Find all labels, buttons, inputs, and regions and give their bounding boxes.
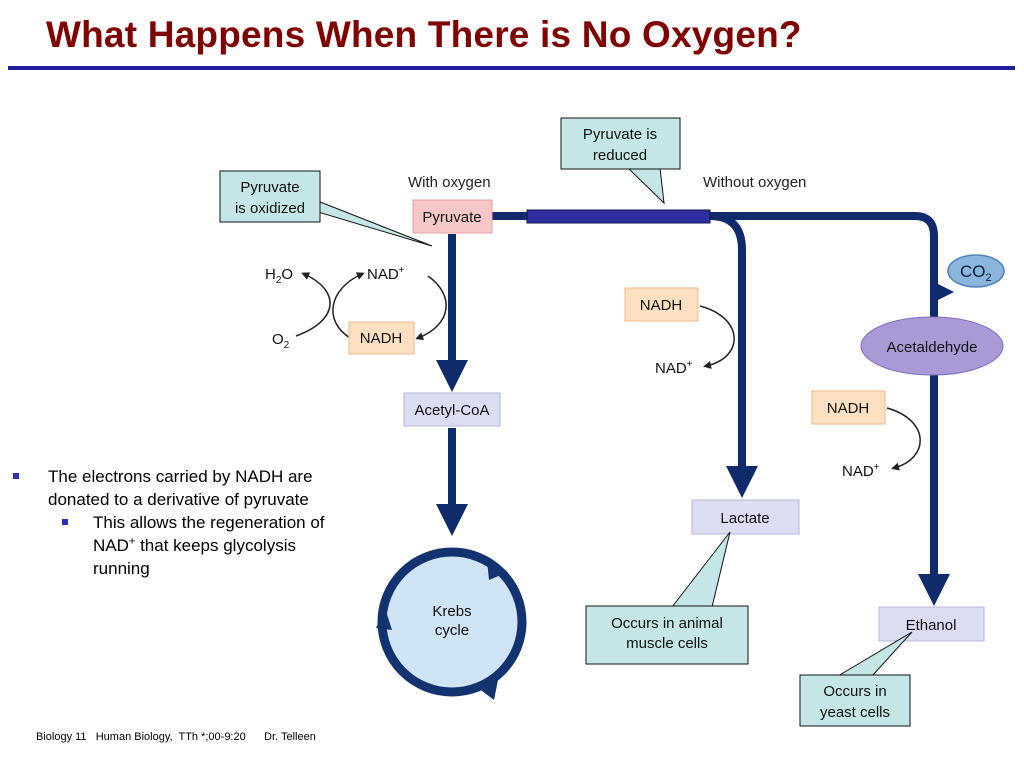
nadh-label-lactate: NADH: [640, 297, 683, 314]
title-underline: [8, 66, 1015, 70]
co2-label: CO2: [960, 262, 992, 284]
bullet-sub-line1: This allows the regeneration of: [93, 513, 325, 532]
ethanol-label: Ethanol: [906, 617, 957, 634]
pathway-main-bar: [492, 212, 950, 606]
nad-plus-lactate: NAD+: [655, 359, 693, 377]
nadh-box-lactate: NADH: [624, 287, 699, 322]
krebs-cycle: Krebs cycle: [376, 547, 527, 700]
bullet-main-line2: donated to a derivative of pyruvate: [48, 490, 309, 509]
callout-animal-line1: Occurs in animal: [611, 615, 723, 632]
bullet-main: The electrons carried by NADH are donate…: [10, 465, 380, 511]
pyruvate-label: Pyruvate: [422, 209, 481, 226]
slide-footer: Biology 11 Human Biology, TTh *;00-9:20 …: [36, 731, 316, 743]
nadh-to-nad-ethanol-arrow: [886, 407, 921, 471]
callout-reduced-line1: Pyruvate is: [583, 126, 657, 143]
nad-plus-aerobic: NAD+: [367, 265, 405, 283]
nad-plus-ethanol: NAD+: [842, 462, 880, 480]
sub-bullet-square-icon: [62, 519, 68, 525]
nadh-to-nad-lactate-arrow: [699, 305, 735, 369]
callout-animal-line2: muscle cells: [626, 635, 708, 652]
callout-animal-muscle: Occurs in animal muscle cells: [585, 531, 749, 665]
callout-oxidized-line2: is oxidized: [235, 200, 305, 217]
pathway-lactate-branch: [709, 212, 758, 498]
bullet-square-icon: [13, 473, 19, 479]
nadh-to-nad-arrow: [332, 272, 365, 339]
pyruvate-box: Pyruvate: [412, 199, 493, 234]
nadh-label-ethanol: NADH: [827, 400, 870, 417]
acetaldehyde-ellipse: Acetaldehyde: [860, 316, 1004, 376]
nadh-box-ethanol: NADH: [811, 390, 886, 425]
lactate-label: Lactate: [720, 510, 769, 527]
acetaldehyde-label: Acetaldehyde: [887, 339, 978, 356]
nad-to-nadh-arrow: [415, 275, 447, 340]
callout-yeast: Occurs in yeast cells: [799, 631, 913, 727]
slide-title: What Happens When There is No Oxygen?: [46, 14, 802, 55]
bullet-sub-line2: NAD+ that keeps glycolysis: [93, 535, 296, 555]
callout-pyruvate-oxidized: Pyruvate is oxidized: [219, 170, 433, 247]
bullet-list: The electrons carried by NADH are donate…: [10, 465, 380, 580]
bullet-sub-line3: running: [93, 559, 150, 578]
krebs-label-line2: cycle: [435, 622, 469, 639]
o2-to-h2o-arrow: [295, 272, 331, 337]
without-oxygen-label: Without oxygen: [703, 174, 806, 191]
krebs-label-line1: Krebs: [432, 603, 471, 620]
with-oxygen-label: With oxygen: [408, 174, 491, 191]
co2-ellipse: CO2: [947, 254, 1005, 288]
bullet-sub: This allows the regeneration of NAD+ tha…: [10, 511, 380, 580]
pyruvate-reduced-highlight: [526, 209, 711, 224]
nadh-label-aerobic: NADH: [360, 330, 403, 347]
callout-oxidized-line1: Pyruvate: [240, 179, 299, 196]
bullet-main-line1: The electrons carried by NADH are: [48, 467, 313, 486]
callout-pyruvate-reduced: Pyruvate is reduced: [560, 117, 681, 205]
o2-label: O2: [272, 331, 290, 351]
nadh-box-aerobic: NADH: [348, 321, 415, 355]
callout-yeast-line2: yeast cells: [820, 704, 890, 721]
acetyl-coa-box: Acetyl-CoA: [403, 392, 501, 427]
callout-reduced-line2: reduced: [593, 147, 647, 164]
callout-yeast-line1: Occurs in: [823, 683, 886, 700]
lactate-box: Lactate: [691, 499, 800, 535]
acetyl-coa-label: Acetyl-CoA: [414, 402, 489, 419]
pathway-co2-branch: [929, 280, 954, 305]
ethanol-box: Ethanol: [878, 606, 985, 642]
h2o-label: H2O: [265, 266, 293, 286]
